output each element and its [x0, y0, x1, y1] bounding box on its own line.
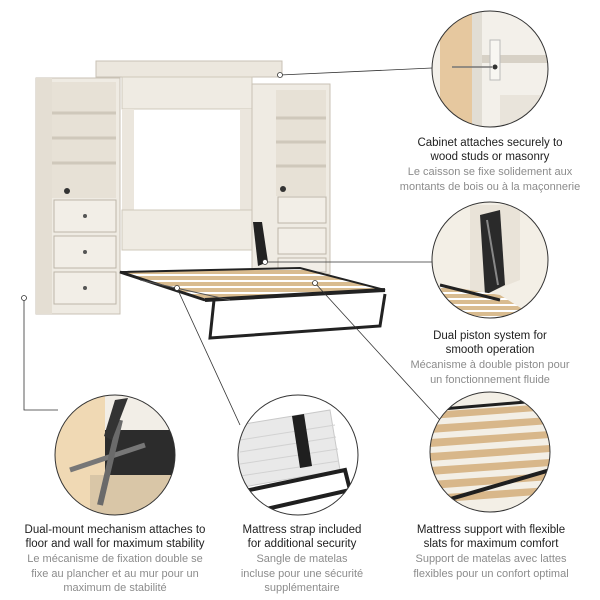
caption-en-line: Dual piston system for — [433, 330, 547, 342]
caption-fr-line: un fonctionnement fluide — [430, 373, 550, 386]
caption-cabinet-attach: Cabinet attaches securely to wood studs … — [380, 136, 600, 194]
piston-photo — [431, 201, 549, 319]
bed-frame — [119, 266, 387, 340]
caption-dual-piston: Dual piston system for smooth operation … — [380, 329, 600, 387]
caption-en-line: Cabinet attaches securely to — [417, 137, 563, 149]
caption-dual-mount: Dual-mount mechanism attaches to floor a… — [8, 523, 222, 596]
caption-en-line: floor and wall for maximum stability — [25, 538, 205, 551]
caption-fr-line: montants de bois ou à la maçonnerie — [399, 180, 581, 193]
caption-fr-line: Mécanisme à double piston pour — [410, 358, 570, 371]
slats-photo — [429, 391, 551, 513]
piston-mechanism — [253, 222, 268, 266]
wall-bed-unit — [35, 60, 387, 340]
caption-fr-line: Le mécanisme de fixation double se — [27, 552, 203, 565]
caption-en-line: slats for maximum comfort — [423, 538, 559, 551]
callout-lines — [21, 67, 441, 426]
caption-en-line: Dual-mount mechanism attaches to — [24, 524, 206, 536]
floor-mount-photo — [54, 394, 176, 516]
crown-molding — [95, 60, 283, 78]
caption-en-line: wood studs or masonry — [430, 151, 550, 164]
caption-fr-line: Le caisson se fixe solidement aux — [407, 165, 573, 178]
caption-fr-line: Sangle de matelas — [256, 552, 348, 565]
caption-flexible-slats: Mattress support with flexible slats for… — [388, 523, 594, 581]
caption-fr-line: fixe au plancher et au mur pour un — [31, 567, 199, 580]
center-cabinet — [121, 76, 253, 251]
caption-mattress-strap: Mattress strap included for additional s… — [222, 523, 382, 596]
caption-fr-line: supplémentaire — [264, 582, 340, 595]
mattress-strap-photo — [237, 394, 359, 516]
caption-en-line: for additional security — [247, 538, 357, 551]
caption-en-line: smooth operation — [445, 344, 535, 357]
caption-en-line: Mattress support with flexible — [416, 524, 566, 536]
left-tower — [35, 77, 121, 315]
caption-en-line: Mattress strap included — [242, 524, 362, 536]
wall-bracket-photo — [431, 10, 549, 128]
caption-fr-line: Support de matelas avec lattes — [415, 552, 567, 565]
caption-fr-line: flexibles pour un confort optimal — [413, 567, 569, 580]
caption-fr-line: maximum de stabilité — [63, 582, 167, 595]
caption-fr-line: incluse pour une sécurité — [240, 567, 364, 580]
